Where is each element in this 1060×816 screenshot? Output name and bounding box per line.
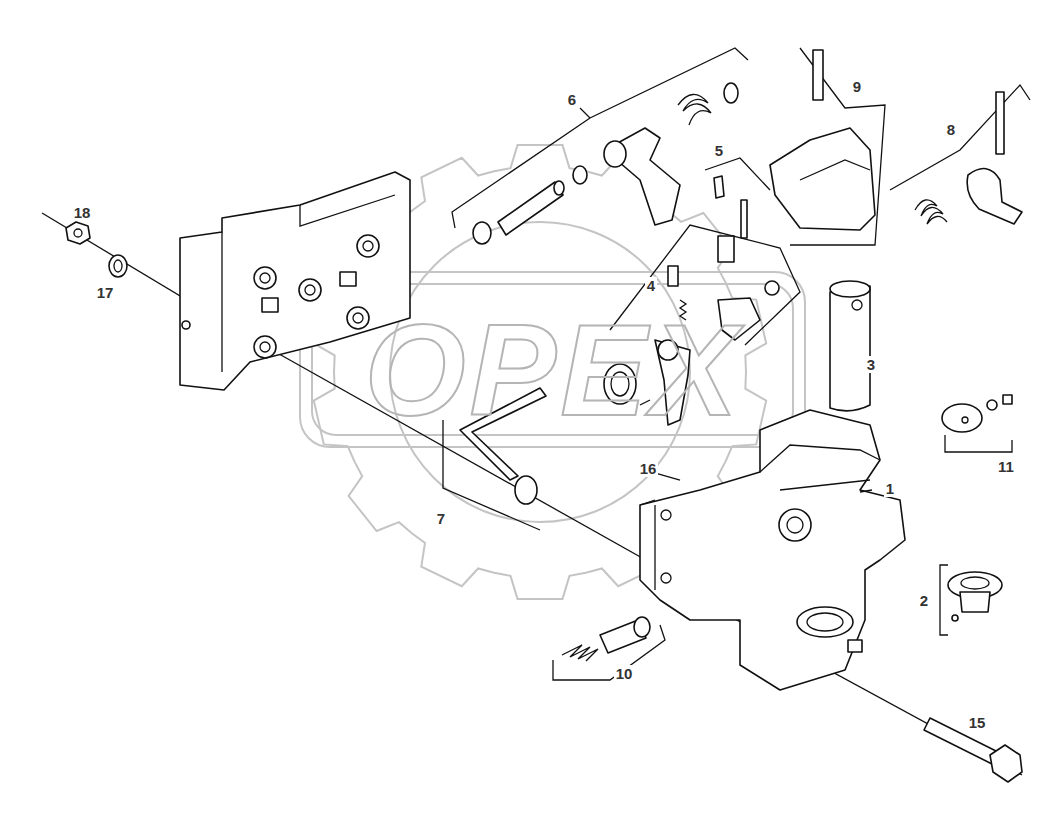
coupling-body xyxy=(640,410,905,690)
callout-number: 10 xyxy=(614,665,635,682)
catch-group xyxy=(604,158,800,425)
callout-number: 16 xyxy=(638,460,659,477)
callout-number: 7 xyxy=(435,510,447,527)
callout-number: 5 xyxy=(713,142,725,159)
callout-number: 8 xyxy=(945,121,957,138)
callout-number: 1 xyxy=(884,480,896,497)
leader-line xyxy=(860,490,872,492)
callout-number: 6 xyxy=(566,91,578,108)
lever-group xyxy=(452,48,748,244)
spring-plunger-group xyxy=(553,617,665,680)
callout-number: 4 xyxy=(645,277,657,294)
callout-number: 3 xyxy=(865,356,877,373)
hand-lever xyxy=(443,388,546,530)
callout-number: 11 xyxy=(996,458,1016,475)
callout-number: 18 xyxy=(72,204,93,221)
callout-number: 9 xyxy=(851,78,863,95)
spring-cam-group xyxy=(890,85,1030,224)
callout-number: 2 xyxy=(918,592,930,609)
callout-number: 17 xyxy=(95,284,116,301)
mounting-plate xyxy=(180,172,410,390)
plug-group xyxy=(942,395,1012,452)
watermark: OPEX xyxy=(364,305,741,435)
cover-group xyxy=(770,48,885,245)
watermark-gear-hub xyxy=(390,222,690,522)
king-pin xyxy=(830,281,870,411)
nut-and-clip xyxy=(66,222,127,277)
bush-group xyxy=(940,565,1002,635)
callout-number: 15 xyxy=(967,714,988,731)
